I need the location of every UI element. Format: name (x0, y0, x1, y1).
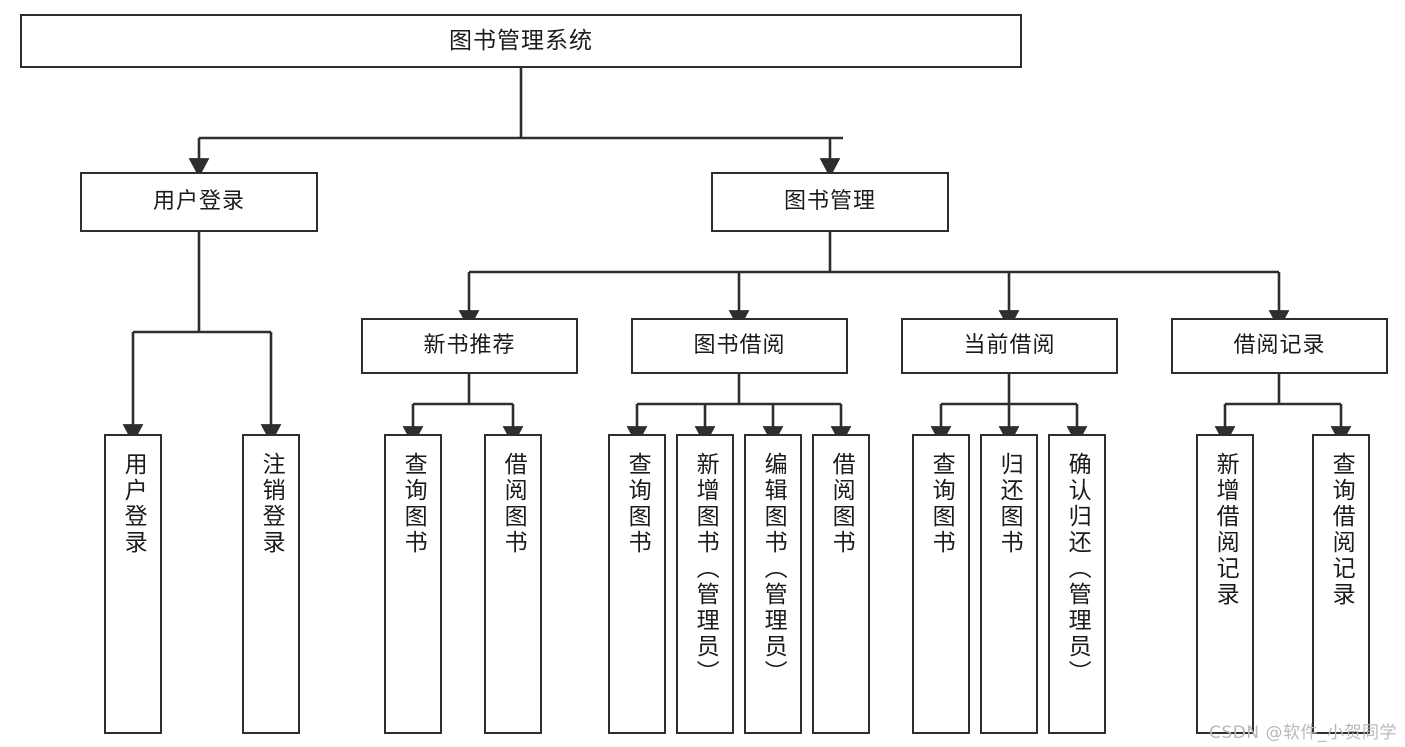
leaf-logout-login-label: 注销登录 (258, 452, 285, 556)
node-user-login[interactable]: 用户登录 (80, 172, 318, 232)
node-book-manage-label: 图书管理 (783, 189, 876, 215)
node-book-manage[interactable]: 图书管理 (711, 172, 949, 232)
leaf-query-book-3[interactable]: 查询图书 (912, 434, 970, 734)
node-book-borrow[interactable]: 图书借阅 (631, 318, 848, 374)
node-new-book-recommend[interactable]: 新书推荐 (361, 318, 578, 374)
node-borrow-record-label: 借阅记录 (1233, 333, 1326, 359)
csdn-watermark: CSDN @软件_小贺同学 (1209, 723, 1397, 743)
leaf-add-record[interactable]: 新增借阅记录 (1196, 434, 1254, 734)
leaf-query-book-3-label: 查询图书 (928, 452, 955, 556)
leaf-borrow-book-1-label: 借阅图书 (500, 452, 527, 556)
leaf-borrow-book-1[interactable]: 借阅图书 (484, 434, 542, 734)
node-root-book-management-system[interactable]: 图书管理系统 (20, 14, 1022, 68)
leaf-confirm-return-label: 确认归还（管理员） (1064, 452, 1091, 686)
node-book-borrow-label: 图书借阅 (693, 333, 786, 359)
leaf-query-book-2[interactable]: 查询图书 (608, 434, 666, 734)
node-current-borrow[interactable]: 当前借阅 (901, 318, 1118, 374)
leaf-query-record[interactable]: 查询借阅记录 (1312, 434, 1370, 734)
leaf-return-book[interactable]: 归还图书 (980, 434, 1038, 734)
leaf-query-book-1-label: 查询图书 (400, 452, 427, 556)
leaf-return-book-label: 归还图书 (996, 452, 1023, 556)
node-root-label: 图书管理系统 (449, 27, 593, 54)
leaf-add-book[interactable]: 新增图书（管理员） (676, 434, 734, 734)
leaf-edit-book-label: 编辑图书（管理员） (760, 452, 787, 686)
node-user-login-label: 用户登录 (152, 189, 245, 215)
node-current-borrow-label: 当前借阅 (963, 333, 1056, 359)
leaf-user-login[interactable]: 用户登录 (104, 434, 162, 734)
leaf-borrow-book-2[interactable]: 借阅图书 (812, 434, 870, 734)
leaf-logout-login[interactable]: 注销登录 (242, 434, 300, 734)
leaf-edit-book[interactable]: 编辑图书（管理员） (744, 434, 802, 734)
leaf-add-book-label: 新增图书（管理员） (692, 452, 719, 686)
leaf-query-book-1[interactable]: 查询图书 (384, 434, 442, 734)
leaf-borrow-book-2-label: 借阅图书 (828, 452, 855, 556)
leaf-query-book-2-label: 查询图书 (624, 452, 651, 556)
leaf-confirm-return[interactable]: 确认归还（管理员） (1048, 434, 1106, 734)
leaf-add-record-label: 新增借阅记录 (1212, 452, 1239, 608)
leaf-user-login-label: 用户登录 (120, 452, 147, 556)
leaf-query-record-label: 查询借阅记录 (1328, 452, 1355, 608)
node-new-book-recommend-label: 新书推荐 (423, 333, 516, 359)
node-borrow-record[interactable]: 借阅记录 (1171, 318, 1388, 374)
